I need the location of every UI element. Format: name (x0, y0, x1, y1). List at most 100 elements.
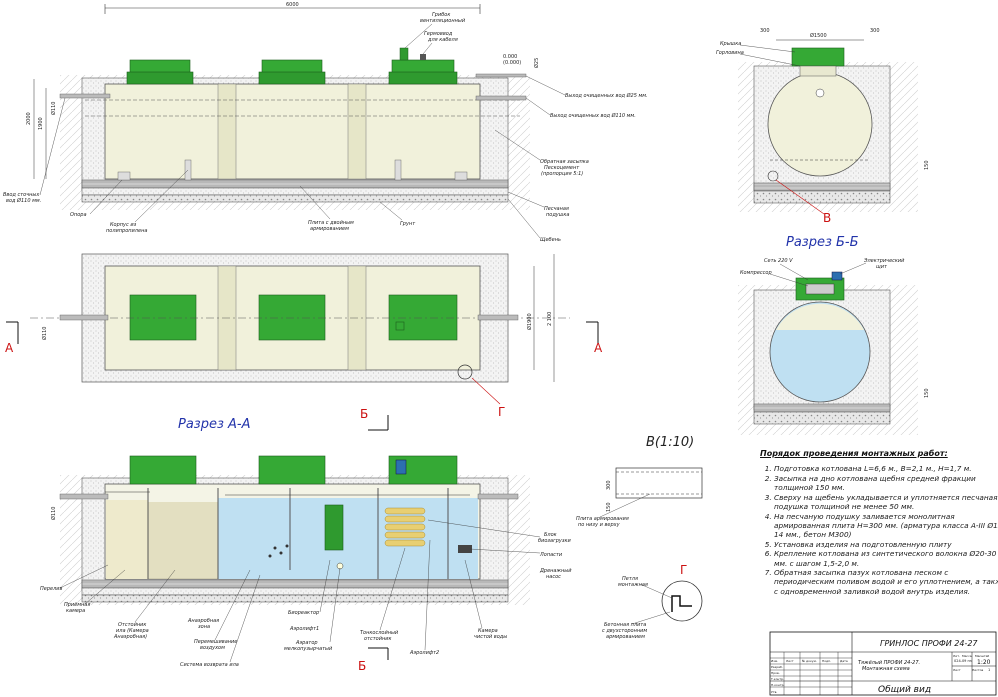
bioreactor-water (218, 498, 378, 579)
tb-h-sign: Подп. (822, 659, 831, 663)
label-body: Корпус из (110, 222, 137, 228)
aa-drain2: насос (546, 574, 561, 580)
label-backfill: Обратная засыпка (540, 159, 589, 165)
b2-compressor: Компрессор (740, 270, 772, 276)
plan-dim-d1900: Ø1900 (526, 313, 533, 330)
gravel-layer (81, 194, 509, 203)
mark-g: Г (498, 405, 505, 419)
tank-body (104, 83, 481, 180)
label-body2: полипропилена (106, 228, 147, 234)
detail-v-dim-150: 150 (606, 502, 612, 512)
step-item: На песчаную подушку заливается монолитна… (774, 512, 998, 540)
tb-c-lit: Лит. (953, 654, 960, 658)
lid-3 (388, 47, 458, 85)
label-slab2: армированием (310, 226, 349, 232)
aa-airlift2: Аэролифт2 (409, 650, 439, 656)
aa-blades: Лопасти (539, 552, 563, 558)
aa-anaerobic: Анаэробная (187, 618, 219, 624)
plan-dim-2100: 2 100 (547, 312, 553, 326)
detail-v-dim-300: 300 (606, 480, 612, 490)
electrical-panel-icon (395, 459, 407, 475)
receiving-chamber (106, 500, 148, 579)
aa-aerator: Аэратор (295, 640, 318, 646)
section-aa-title: Разрез А-А (178, 417, 251, 432)
label-soil: Грунт (400, 221, 416, 227)
label-sand: Песчаная (544, 206, 569, 212)
step-item: Засыпка на дно котлована щебня средней ф… (774, 474, 998, 492)
tb-desc2: Монтажная схема (862, 666, 910, 672)
tank-cross-section (767, 71, 873, 177)
detail-v-view: В(1:10) 300 150 Плита армирования по низ… (576, 435, 703, 528)
label-sand2: подушка (546, 212, 569, 218)
aa-mixing2: воздухом (200, 645, 225, 651)
bio-load-logs (384, 507, 426, 547)
tb-r-prov: Пров. (771, 671, 780, 675)
detail-g-slab2: с двухсторонним (602, 628, 647, 634)
step-item: Подготовка котлована L=6,6 м., В=2,1 м.,… (774, 464, 998, 473)
mark-b: Б (360, 407, 368, 421)
reinforced-slab (81, 179, 509, 189)
bb-label-lid: Крышка (720, 41, 741, 47)
aa-receiving2: камера (66, 608, 85, 614)
tb-h-doc: № докум. (802, 659, 817, 663)
bio-block (324, 504, 344, 551)
step-item: Сверху на щебень укладывается и уплотняе… (774, 493, 998, 511)
label-support: Опора (70, 212, 87, 218)
detail-v-title: В(1:10) (646, 435, 694, 450)
aa-drain: Дренажный (539, 568, 572, 574)
label-out110: Выход очищенных вод Ø110 мм. (550, 112, 636, 119)
tb-scale: 1:20 (977, 659, 991, 666)
label-out25: Выход очищенных вод Ø25 мм. (565, 92, 648, 99)
dim-d110: Ø110 (50, 102, 57, 115)
section-aa-view: Ø110 Б Перелив Приёмная камера Отстойник… (40, 455, 572, 673)
tb-c-scale: Масштаб (975, 654, 989, 658)
tb-product: ГРИНЛОС ПРОФИ 24-27 (880, 639, 978, 648)
aa-dim-d110: Ø110 (50, 507, 57, 520)
panel-icon (831, 271, 843, 281)
detail-g-title: Г (680, 563, 687, 577)
top-elevation-view: 6000 (3, 2, 648, 243)
bb-d1500: Ø1500 (810, 32, 827, 39)
steps-list: Подготовка котлована L=6,6 м., В=2,1 м.,… (760, 464, 998, 596)
vent-fungus-icon (399, 47, 409, 61)
aa-sludge2: ила (Камера (116, 628, 149, 634)
level-0b: (0.000) (503, 60, 521, 66)
sand-cushion (81, 187, 509, 196)
detail-g-view: Г Петля монтажная Бетонная плита с двухс… (602, 563, 703, 640)
step-item: Установка изделия на подготовленную плит… (774, 540, 998, 549)
aa-thin: Тонкослойный (360, 630, 399, 636)
section-bb-title: Разрез Б-Б (786, 235, 859, 250)
bb-lid (791, 47, 845, 67)
dim-2000: 2000 (26, 112, 32, 125)
mark-a-right: А (594, 341, 603, 355)
aa-mixing: Перемешивание (194, 639, 237, 645)
mark-a-left: А (5, 341, 14, 355)
aa-sludge3: Анаэробная) (113, 634, 147, 640)
step-item: Обратная засыпка пазух котлована песком … (774, 568, 998, 596)
mount-loop-icon (671, 595, 692, 612)
mark-b-bottom: Б (358, 659, 366, 673)
drain-pump-icon (458, 545, 472, 553)
tb-h-izm: Изм. (771, 659, 778, 663)
aa-perelif: Перелив (40, 586, 63, 592)
label-slab: Плита с двойным (308, 220, 354, 226)
b2-panel2: щит (876, 264, 888, 270)
tb-c-sheets-val: 1 (988, 668, 990, 672)
aa-bioreactor: Биореактор (288, 610, 319, 616)
label-backfill3: (пропорция 5:1) (541, 171, 583, 177)
plan-lid-2 (258, 294, 326, 341)
label-fungus: Грибок (432, 12, 450, 18)
plan-dim-d110: Ø110 (41, 327, 48, 340)
overall-length-dim: 6000 (286, 2, 299, 8)
aa-anaerobic2: зона (198, 624, 210, 630)
aa-clean: Камера (478, 628, 498, 634)
tb-c-mass: Масса (962, 654, 972, 658)
aa-clean2: чистой воды (474, 634, 507, 640)
mark-v: В (823, 211, 831, 225)
tb-sheet-title: Общий вид (878, 685, 931, 695)
tb-r-tkontr: Т.контр. (770, 677, 784, 681)
bb-dim-300a: 300 (760, 28, 770, 34)
lid-1 (126, 59, 194, 85)
tb-h-date: Дата (840, 659, 848, 663)
